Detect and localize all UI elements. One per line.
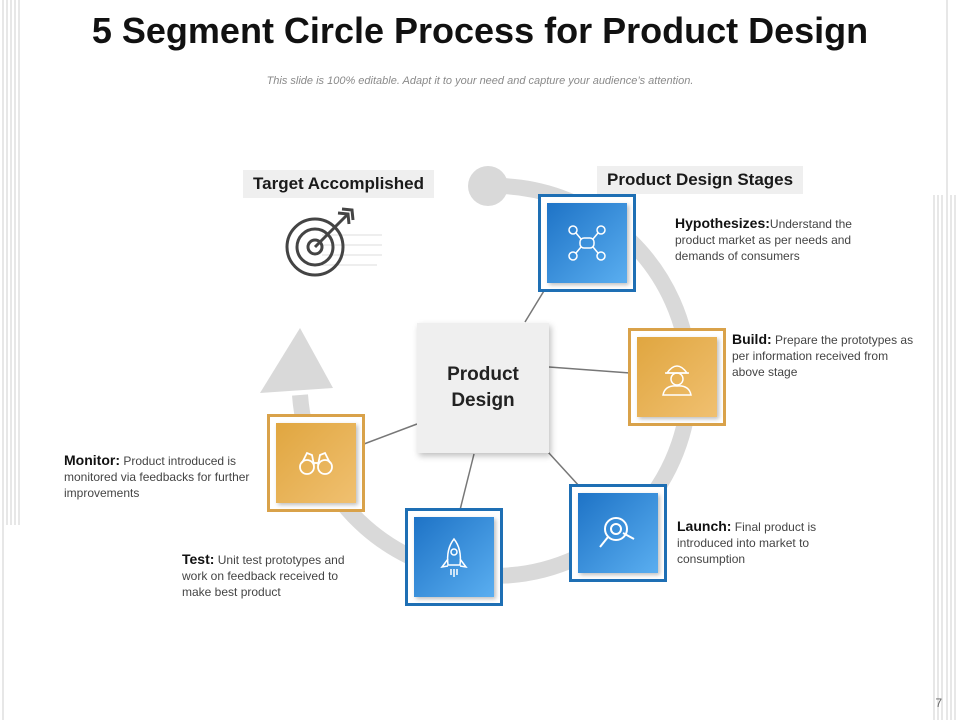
page-number: 7 (935, 696, 942, 710)
connector-launch (547, 451, 581, 488)
stage-text-test: Unit test prototypes and work on feedbac… (182, 553, 345, 599)
network-icon (568, 225, 606, 261)
left-edge-lines (2, 0, 20, 720)
stage-text-build: Prepare the prototypes as per informatio… (732, 333, 914, 379)
connector-build (548, 366, 631, 374)
stage-text-monitor: Product introduced is monitored via feed… (64, 454, 250, 500)
desc-monitor: Monitor: Product introduced is monitored… (64, 452, 264, 501)
stage-title-launch: Launch: (677, 518, 732, 534)
node-monitor (267, 414, 365, 512)
node-test (405, 508, 503, 606)
rocket-icon (440, 537, 468, 577)
page-title: 5 Segment Circle Process for Product Des… (91, 10, 869, 51)
target-icon (285, 207, 382, 277)
worker-icon (662, 365, 692, 396)
cycle-arrowhead (260, 328, 333, 393)
stage-text-hypothesizes: Understand the product market as per nee… (675, 217, 852, 263)
stage-text-launch: Final product is introduced into market … (677, 520, 817, 566)
target-accomplished-tag: Target Accomplished (243, 170, 434, 198)
stage-title-test: Test: (182, 551, 215, 567)
binoculars-icon (299, 451, 333, 475)
node-hypothesizes (538, 194, 636, 292)
page-subtitle: This slide is 100% editable. Adapt it to… (266, 75, 694, 87)
desc-hypothesizes: Hypothesizes:Understand the product mark… (675, 215, 880, 264)
stage-sep-hypothesizes: : (765, 215, 770, 231)
node-launch (569, 484, 667, 582)
right-edge-lines (933, 0, 956, 720)
center-line1: Product (447, 364, 519, 385)
product-design-stages-tag: Product Design Stages (597, 166, 804, 194)
desc-launch: Launch: Final product is introduced into… (677, 518, 842, 567)
stage-title-build: Build: (732, 331, 772, 347)
desc-build: Build: Prepare the prototypes as per inf… (732, 331, 920, 380)
magnifier-icon (599, 517, 635, 548)
desc-test: Test: Unit test prototypes and work on f… (182, 551, 367, 600)
node-build (628, 328, 726, 426)
connector-monitor (355, 423, 418, 448)
center-line2: Design (451, 390, 515, 411)
arc-start-dot (468, 166, 508, 206)
stage-title-hypothesizes: Hypothesizes (675, 215, 766, 231)
connector-test (459, 453, 475, 511)
stage-title-monitor: Monitor: (64, 452, 120, 468)
